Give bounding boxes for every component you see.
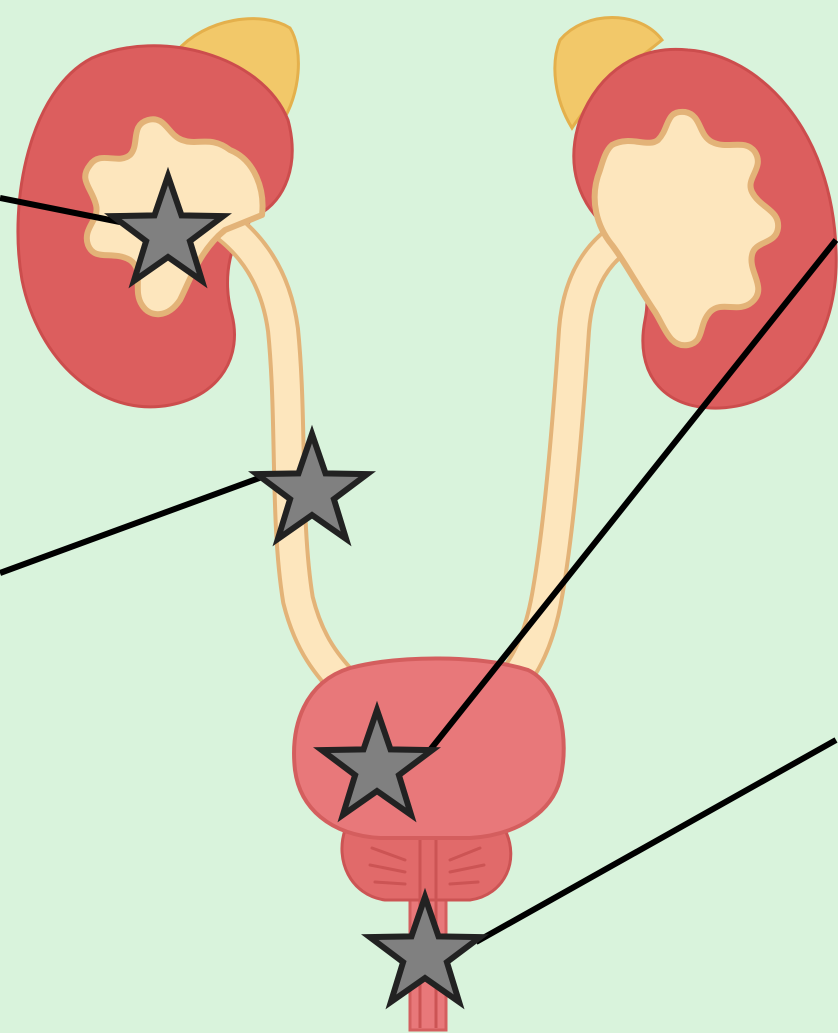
leader-line-ureter bbox=[0, 477, 262, 573]
leader-line-bladder bbox=[430, 240, 836, 750]
